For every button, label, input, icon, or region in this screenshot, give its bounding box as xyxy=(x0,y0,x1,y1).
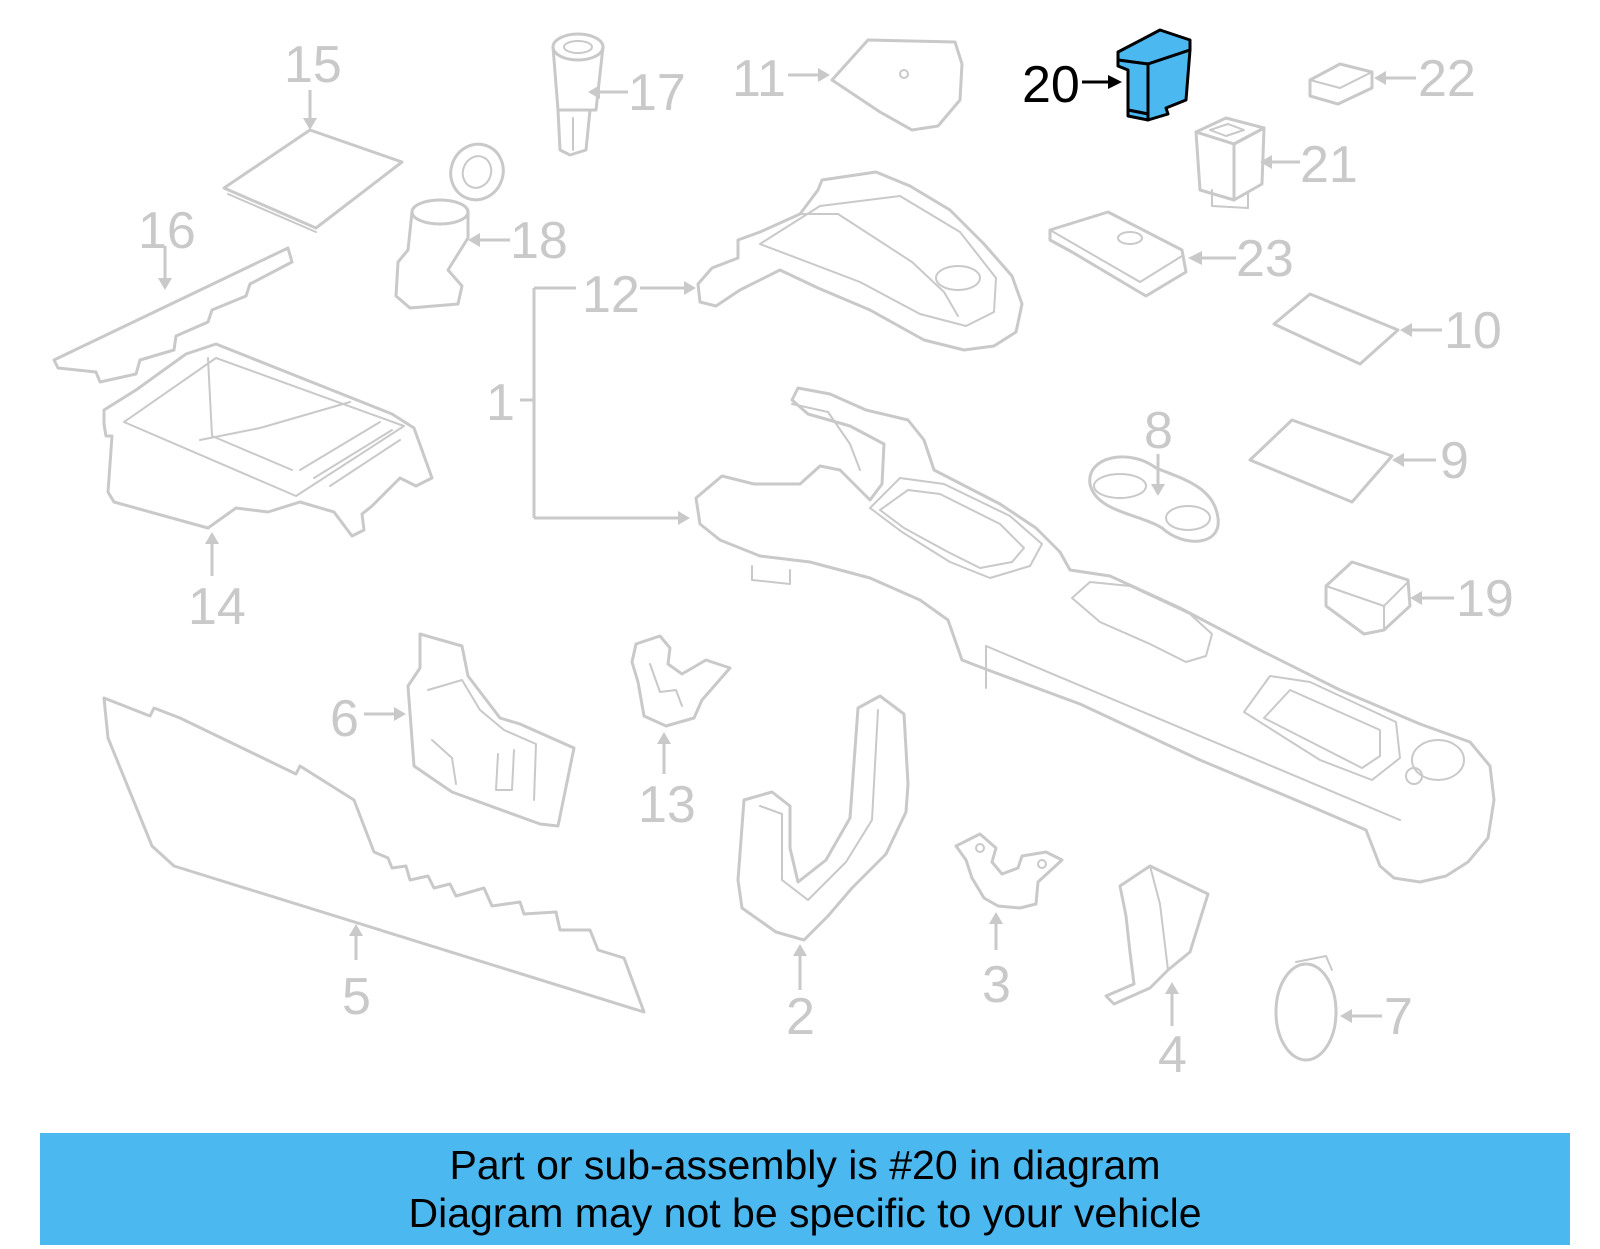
callout-10: 10 xyxy=(1444,302,1502,360)
part-5[interactable] xyxy=(102,696,646,1014)
callout-8: 8 xyxy=(1144,402,1173,460)
part-6[interactable] xyxy=(364,632,576,828)
info-banner: Part or sub-assembly is #20 in diagram D… xyxy=(40,1133,1570,1245)
callout-13: 13 xyxy=(638,776,696,834)
part-12[interactable] xyxy=(640,170,1024,352)
part-23[interactable] xyxy=(1048,210,1236,298)
part-9[interactable] xyxy=(1248,418,1436,504)
callout-4: 4 xyxy=(1158,1026,1187,1084)
part-10[interactable] xyxy=(1272,292,1442,366)
part-20[interactable] xyxy=(1082,28,1192,122)
part-21[interactable] xyxy=(1194,116,1300,209)
callout-5: 5 xyxy=(342,968,371,1026)
callout-18: 18 xyxy=(510,212,568,270)
callout-17: 17 xyxy=(628,64,686,122)
part-8[interactable] xyxy=(1088,454,1220,543)
part-14[interactable] xyxy=(102,342,434,576)
callout-11: 11 xyxy=(732,50,786,108)
part-15[interactable] xyxy=(222,90,404,233)
part-17[interactable] xyxy=(551,32,628,157)
part-18[interactable] xyxy=(394,137,511,310)
banner-line-2: Diagram may not be specific to your vehi… xyxy=(408,1190,1202,1236)
callout-16: 16 xyxy=(138,202,196,260)
part-7[interactable] xyxy=(1274,955,1382,1062)
console-assembly[interactable] xyxy=(694,386,1496,884)
part-1-bracket xyxy=(520,286,690,525)
callout-9: 9 xyxy=(1440,432,1469,490)
callout-20: 20 xyxy=(1022,56,1080,114)
callout-21: 21 xyxy=(1300,136,1358,194)
callout-3: 3 xyxy=(982,956,1011,1014)
part-2[interactable] xyxy=(736,694,910,990)
callout-2: 2 xyxy=(786,988,815,1046)
part-22[interactable] xyxy=(1308,62,1416,106)
callout-15: 15 xyxy=(284,36,342,94)
part-3[interactable] xyxy=(954,832,1064,950)
callout-6: 6 xyxy=(330,690,359,748)
part-19[interactable] xyxy=(1324,560,1454,636)
callout-22: 22 xyxy=(1418,50,1476,108)
part-11[interactable] xyxy=(788,38,964,132)
banner-line-1: Part or sub-assembly is #20 in diagram xyxy=(449,1142,1161,1188)
part-4[interactable] xyxy=(1104,864,1210,1026)
callout-7: 7 xyxy=(1384,988,1413,1046)
part-13[interactable] xyxy=(630,634,732,774)
part-16[interactable] xyxy=(52,246,294,384)
callout-23: 23 xyxy=(1236,230,1294,288)
callout-1: 1 xyxy=(486,374,515,432)
callout-12: 12 xyxy=(582,266,640,324)
callout-19: 19 xyxy=(1456,570,1514,628)
callout-14: 14 xyxy=(188,578,246,636)
